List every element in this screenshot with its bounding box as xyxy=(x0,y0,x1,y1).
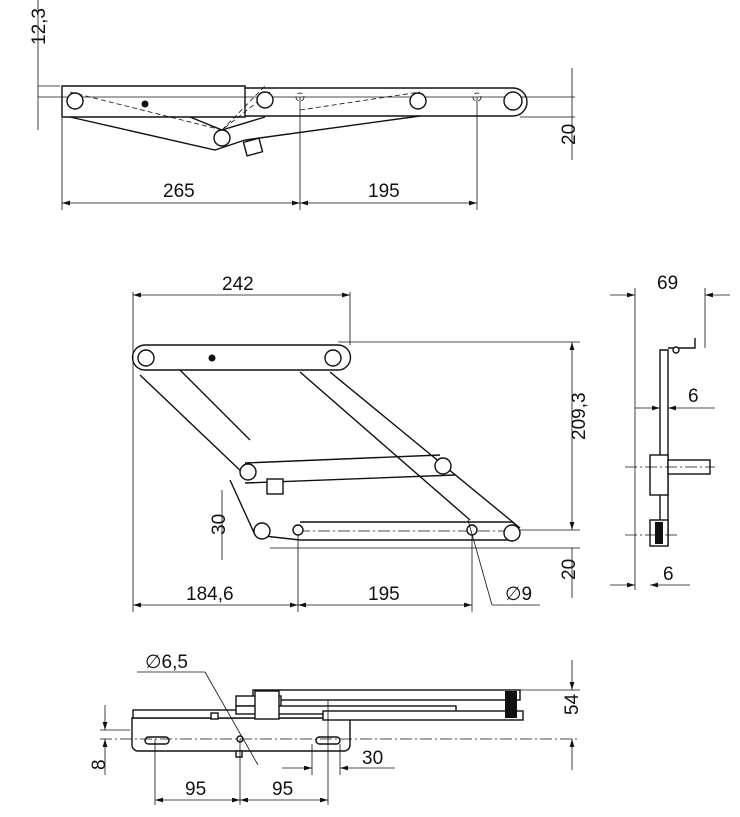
top-base-plate xyxy=(61,85,246,118)
dim-bottom-left: 95 xyxy=(185,779,206,800)
dim-top-right: 195 xyxy=(368,181,400,202)
dim-bottom-offset: 8 xyxy=(89,759,110,770)
dim-top-height: 12,3 xyxy=(29,8,50,45)
front-view: 242 209,3 30 20 184,6 195 ∅9 xyxy=(131,274,590,612)
dim-bottom-hole: ∅6,5 xyxy=(145,652,188,673)
bolt-icon xyxy=(66,91,523,147)
bottom-view: ∅6,5 54 8 30 95 95 xyxy=(89,652,583,805)
dim-hole-diameter: ∅9 xyxy=(505,584,532,605)
bottom-base-plate xyxy=(131,717,351,752)
dim-bottom-height: 54 xyxy=(562,693,583,715)
dim-slot: 30 xyxy=(362,748,383,769)
front-base-plate xyxy=(131,344,352,371)
dim-front-bottom: 20 xyxy=(559,559,580,580)
dim-top-offset: 20 xyxy=(559,124,580,145)
dim-front-right: 195 xyxy=(368,584,400,605)
dim-pivot-height: 30 xyxy=(209,514,230,535)
dim-side-thickness-bottom: 6 xyxy=(663,564,674,585)
dim-top-left: 265 xyxy=(163,181,195,202)
side-view: 69 6 6 xyxy=(610,273,730,590)
dim-front-left: 184,6 xyxy=(186,584,234,605)
side-plate xyxy=(659,349,669,546)
top-linkage xyxy=(69,115,421,151)
dim-bottom-right: 95 xyxy=(272,779,293,800)
top-view: 12,3 20 265 195 xyxy=(29,0,580,210)
dim-front-height: 209,3 xyxy=(569,392,590,440)
dim-side-thickness-top: 6 xyxy=(688,386,699,407)
front-arms xyxy=(139,369,521,529)
dim-front-width: 242 xyxy=(222,274,254,295)
dim-side-width: 69 xyxy=(657,273,678,294)
top-arm xyxy=(245,87,528,117)
